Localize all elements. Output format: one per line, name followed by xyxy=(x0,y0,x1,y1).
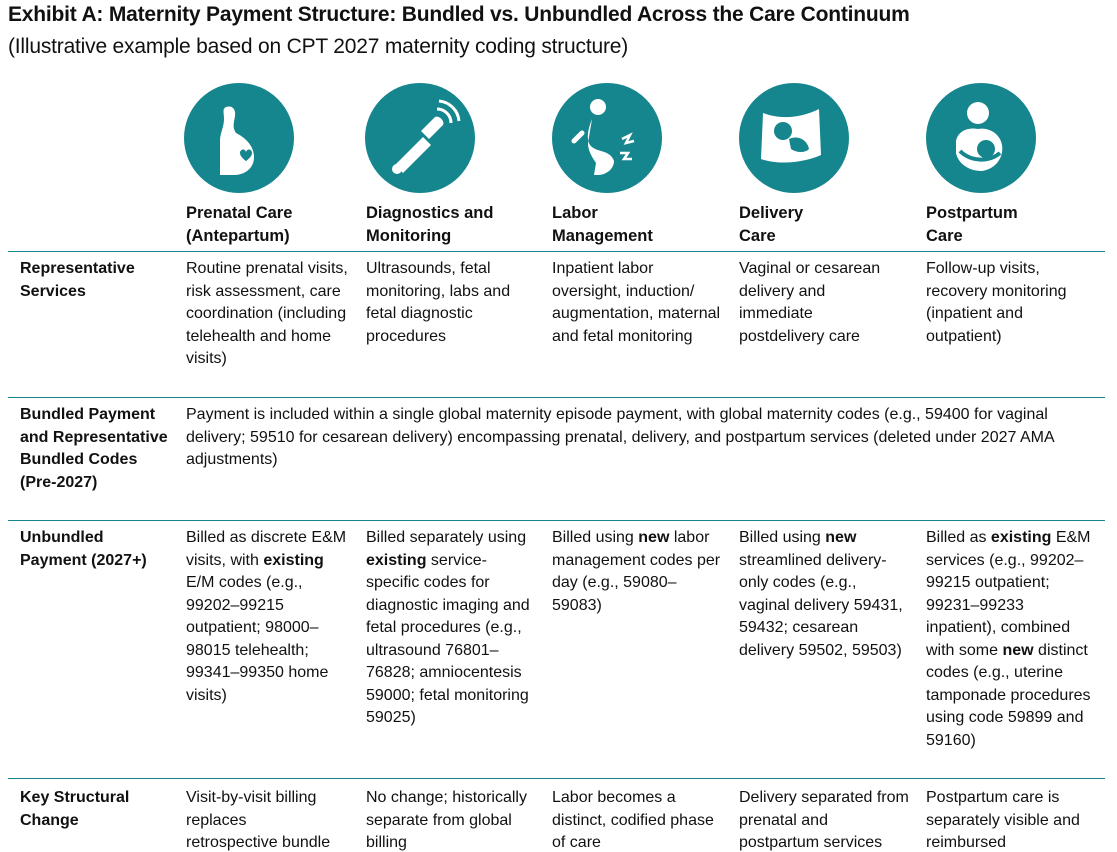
cell-services-prenatal: Routine prenatal visits, risk assessment… xyxy=(186,260,348,367)
cell-unbundled-diagnostics: Billed separately using existing service… xyxy=(366,529,530,726)
cell-change-prenatal: Visit-by-visit billing replaces retrospe… xyxy=(186,789,331,851)
cell-unbundled-postpartum: Billed as existing E&M services (e.g., 9… xyxy=(926,529,1091,749)
cell-services-delivery: Vaginal or cesarean delivery and immedia… xyxy=(739,260,881,345)
row-header-key-structural-change: Key Structural Change xyxy=(20,789,130,829)
cell-unbundled-labor: Billed using new labor management codes … xyxy=(552,529,721,614)
table-divider xyxy=(8,251,1105,252)
row-header-bundled-payment: Bundled Payment and Representative Bundl… xyxy=(20,406,168,491)
ultrasound-probe-icon xyxy=(365,83,475,193)
labor-contraction-icon xyxy=(552,83,662,193)
breastfeeding-mother-icon xyxy=(926,83,1036,193)
exhibit-title: Exhibit A: Maternity Payment Structure: … xyxy=(8,3,910,26)
cell-services-postpartum: Follow-up visits, recovery monitoring (i… xyxy=(926,260,1067,345)
row-header-unbundled-payment: Unbundled Payment (2027+) xyxy=(20,529,147,569)
table-divider xyxy=(8,397,1105,398)
delivery-baby-icon xyxy=(739,83,849,193)
table-divider xyxy=(8,520,1105,521)
cell-unbundled-prenatal: Billed as discrete E&M visits, with exis… xyxy=(186,529,347,704)
cell-change-labor: Labor becomes a distinct, codified phase… xyxy=(552,789,714,851)
cell-unbundled-delivery: Billed using new streamlined delivery-on… xyxy=(739,529,903,659)
cell-services-labor: Inpatient labor oversight, induction/ au… xyxy=(552,260,721,345)
cell-change-diagnostics: No change; historically separate from gl… xyxy=(366,789,527,851)
exhibit-subtitle: (Illustrative example based on CPT 2027 … xyxy=(8,35,629,58)
cell-services-diagnostics: Ultrasounds, fetal monitoring, labs and … xyxy=(366,260,511,345)
cell-change-postpartum: Postpartum care is separately visible an… xyxy=(926,789,1080,851)
row-header-representative-services: Representative Services xyxy=(20,260,135,300)
column-header-delivery: Delivery Care xyxy=(739,204,804,245)
cell-bundled-payment: Payment is included within a single glob… xyxy=(186,406,1054,468)
column-header-diagnostics: Diagnostics and Monitoring xyxy=(366,204,494,245)
column-header-prenatal: Prenatal Care (Antepartum) xyxy=(186,204,293,245)
pregnant-heart-icon xyxy=(184,83,294,193)
column-header-labor: Labor Management xyxy=(552,204,653,245)
column-header-postpartum: Postpartum Care xyxy=(926,204,1018,245)
table-divider xyxy=(8,778,1105,779)
cell-change-delivery: Delivery separated from prenatal and pos… xyxy=(739,789,909,851)
